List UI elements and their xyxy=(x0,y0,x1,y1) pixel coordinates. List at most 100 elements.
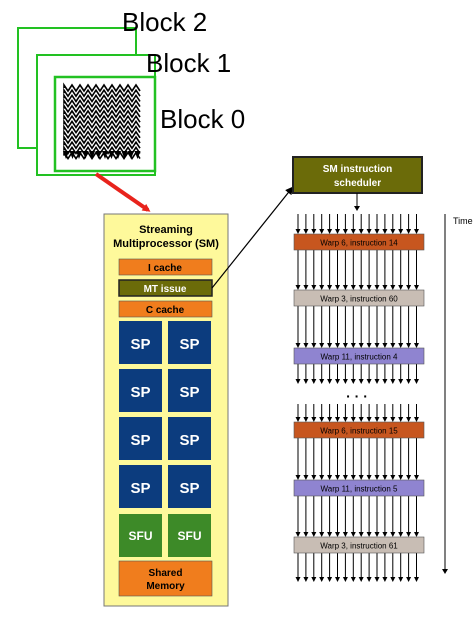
thread-lane-arrowhead xyxy=(398,577,404,582)
thread-arrowhead xyxy=(95,151,102,159)
thread-lane-arrowhead xyxy=(414,379,419,384)
thread-lane-arrowhead xyxy=(350,229,356,234)
thread-lane-arrowhead xyxy=(374,577,380,582)
thread-lane-arrowhead xyxy=(342,285,348,290)
thread-lane-arrowhead xyxy=(382,343,388,348)
thread-lane-arrowhead xyxy=(406,343,412,348)
warp-instruction-label: Warp 11, instruction 5 xyxy=(321,485,398,494)
thread-lane-arrowhead xyxy=(406,379,412,384)
thread-lane-arrowhead xyxy=(398,229,404,234)
thread-lane-arrowhead xyxy=(319,475,325,480)
warp-instruction-box xyxy=(293,233,425,251)
thread-lane-arrowhead xyxy=(311,285,317,290)
sp-core-2 xyxy=(168,321,211,364)
thread-squiggle xyxy=(63,113,141,124)
warp-instruction-box xyxy=(293,536,425,554)
warp-instruction-label: Warp 6, instruction 15 xyxy=(320,427,398,436)
thread-lane-arrowhead xyxy=(406,417,412,422)
thread-lane-arrowhead xyxy=(374,229,380,234)
sfu-unit-2-label: SFU xyxy=(178,529,202,543)
thread-squiggle xyxy=(63,92,141,103)
thread-lane-arrowhead xyxy=(358,285,364,290)
thread-lane-arrowhead xyxy=(358,577,364,582)
thread-lane-arrowhead xyxy=(319,285,325,290)
thread-squiggle xyxy=(63,123,141,135)
thread-lane-arrowhead xyxy=(319,343,325,348)
thread-lane-arrowhead xyxy=(414,475,419,480)
thread-arrowhead xyxy=(82,151,89,159)
ellipsis: · · · xyxy=(346,388,368,404)
thread-lane-arrowhead xyxy=(327,229,333,234)
thread-lane-arrowhead xyxy=(327,577,333,582)
thread-lane-arrowhead xyxy=(350,532,356,537)
thread-lane-arrowhead xyxy=(311,417,317,422)
mt-issue-to-scheduler-arrow xyxy=(211,186,294,289)
thread-squiggle xyxy=(63,108,141,119)
thread-lane-arrowhead xyxy=(366,475,372,480)
thread-squiggle xyxy=(63,97,141,109)
warp-instruction-box xyxy=(293,479,425,497)
icache-box xyxy=(118,258,213,276)
thread-lane-arrowhead xyxy=(358,379,364,384)
thread-lane-arrowhead xyxy=(358,532,364,537)
thread-lane-arrowhead xyxy=(311,577,317,582)
thread-lane-arrowhead xyxy=(335,475,340,480)
thread-lane-arrowhead xyxy=(374,379,380,384)
thread-lane-arrowhead xyxy=(406,532,412,537)
thread-arrowhead xyxy=(115,151,121,159)
thread-lane-arrowhead xyxy=(295,417,301,422)
thread-lane-arrowhead xyxy=(295,475,301,480)
thread-lane-arrowhead xyxy=(358,417,364,422)
thread-lane-arrowhead xyxy=(319,417,325,422)
thread-lane-arrowhead xyxy=(358,343,364,348)
thread-lane-arrowhead xyxy=(406,285,412,290)
thread-arrowhead xyxy=(63,151,69,159)
thread-arrowhead xyxy=(76,151,82,159)
thread-lane-arrowhead xyxy=(398,343,404,348)
thread-lane-arrowhead xyxy=(350,285,356,290)
thread-lane-arrowhead xyxy=(295,577,301,582)
thread-lane-arrowhead xyxy=(327,343,333,348)
ccache-box xyxy=(118,300,213,318)
thread-lane-arrowhead xyxy=(366,343,372,348)
sm-title-line2: Multiprocessor (SM) xyxy=(113,238,219,250)
thread-lane-arrowhead xyxy=(374,417,380,422)
thread-lane-arrowhead xyxy=(406,475,412,480)
thread-lane-arrowhead xyxy=(319,577,325,582)
sfu-unit-1-label: SFU xyxy=(129,529,153,543)
thread-lane-arrowhead xyxy=(382,417,388,422)
thread-lane-arrowhead xyxy=(319,532,325,537)
thread-lane-arrowhead xyxy=(414,285,419,290)
thread-lane-arrowhead xyxy=(350,577,356,582)
sp-core-4 xyxy=(168,369,211,412)
thread-lane-arrowhead xyxy=(319,379,325,384)
thread-lane-arrowhead xyxy=(303,577,309,582)
thread-lane-arrowhead xyxy=(342,475,348,480)
block-1-label: Block 1 xyxy=(146,48,231,78)
thread-lane-arrowhead xyxy=(303,475,309,480)
sp-core-5 xyxy=(119,417,162,460)
warp-instruction-label: Warp 6, instruction 14 xyxy=(320,239,398,248)
thread-lane-arrowhead xyxy=(311,475,317,480)
warp-instruction-label: Warp 11, instruction 4 xyxy=(321,353,398,362)
thread-lane-arrowhead xyxy=(398,417,404,422)
thread-lanes xyxy=(295,214,419,582)
warp-instruction-box xyxy=(293,347,425,365)
thread-lane-arrowhead xyxy=(335,285,340,290)
thread-lane-arrowhead xyxy=(342,577,348,582)
thread-lane-arrowhead xyxy=(390,285,396,290)
sp-core-1-label: SP xyxy=(130,336,150,353)
shared-memory-line1: Shared xyxy=(149,568,183,579)
thread-squiggle xyxy=(63,118,141,129)
thread-lane-arrowhead xyxy=(303,417,309,422)
sp-core-2-label: SP xyxy=(179,336,199,353)
thread-squiggle xyxy=(63,134,141,145)
thread-squiggle xyxy=(63,139,141,150)
icache-label: I cache xyxy=(148,263,182,274)
mt-issue-label: MT issue xyxy=(144,284,187,295)
warp-instruction-label: Warp 3, instruction 61 xyxy=(320,542,398,551)
thread-lane-arrowhead xyxy=(390,229,396,234)
thread-squiggle xyxy=(63,87,141,98)
thread-squiggle xyxy=(63,82,141,93)
